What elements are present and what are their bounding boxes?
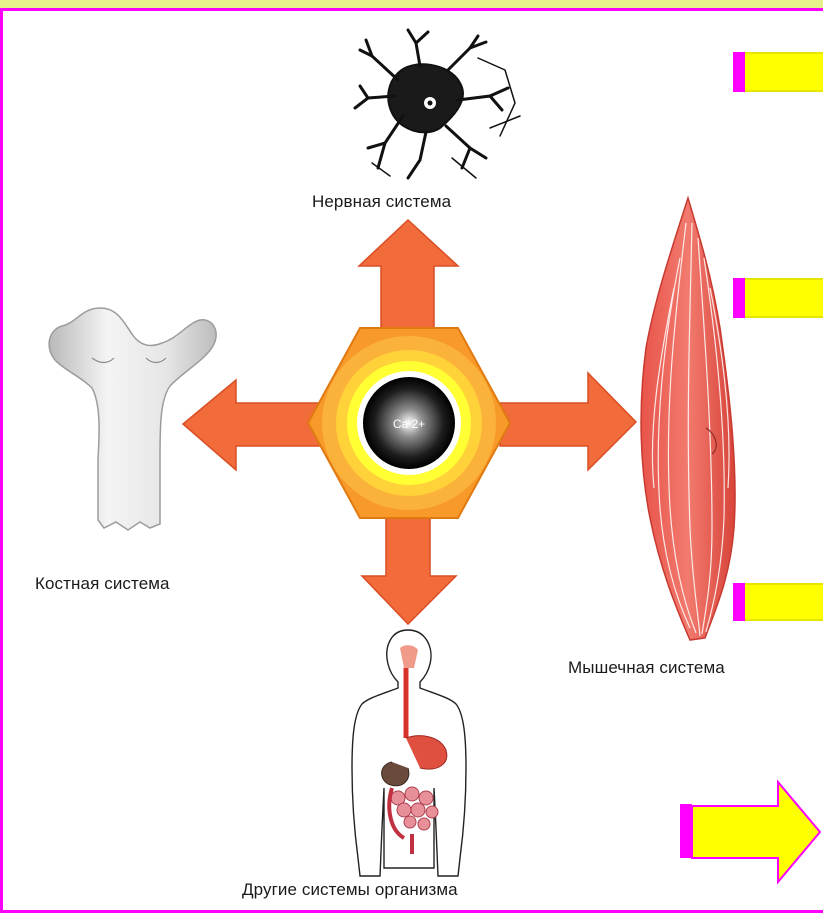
arrow-down [362, 513, 456, 624]
calcium-hexagon: Ca 2+ [308, 328, 510, 518]
body-illustration [352, 630, 466, 876]
label-other-systems: Другие системы организма [242, 880, 458, 900]
nav-button-bar [733, 52, 745, 92]
nav-button-fill [745, 278, 823, 318]
muscle-illustration [641, 198, 735, 640]
nav-button-fill [745, 52, 823, 92]
label-nervous-system: Нервная система [312, 192, 451, 212]
center-label: Ca 2+ [393, 417, 425, 431]
nav-button-bar [733, 278, 745, 318]
nav-button-1[interactable] [733, 52, 823, 92]
neuron-illustration [355, 30, 520, 178]
nav-button-3[interactable] [733, 583, 823, 621]
nav-button-fill [745, 583, 823, 621]
next-arrow-button[interactable] [680, 776, 823, 894]
label-bone-system: Костная система [35, 574, 170, 594]
label-muscle-system: Мышечная система [568, 658, 725, 678]
nav-button-2[interactable] [733, 278, 823, 318]
arrow-up [359, 220, 458, 338]
arrow-right [500, 373, 636, 470]
nav-button-bar [733, 583, 745, 621]
arrow-right-icon [692, 782, 820, 882]
arrow-left [183, 380, 320, 470]
